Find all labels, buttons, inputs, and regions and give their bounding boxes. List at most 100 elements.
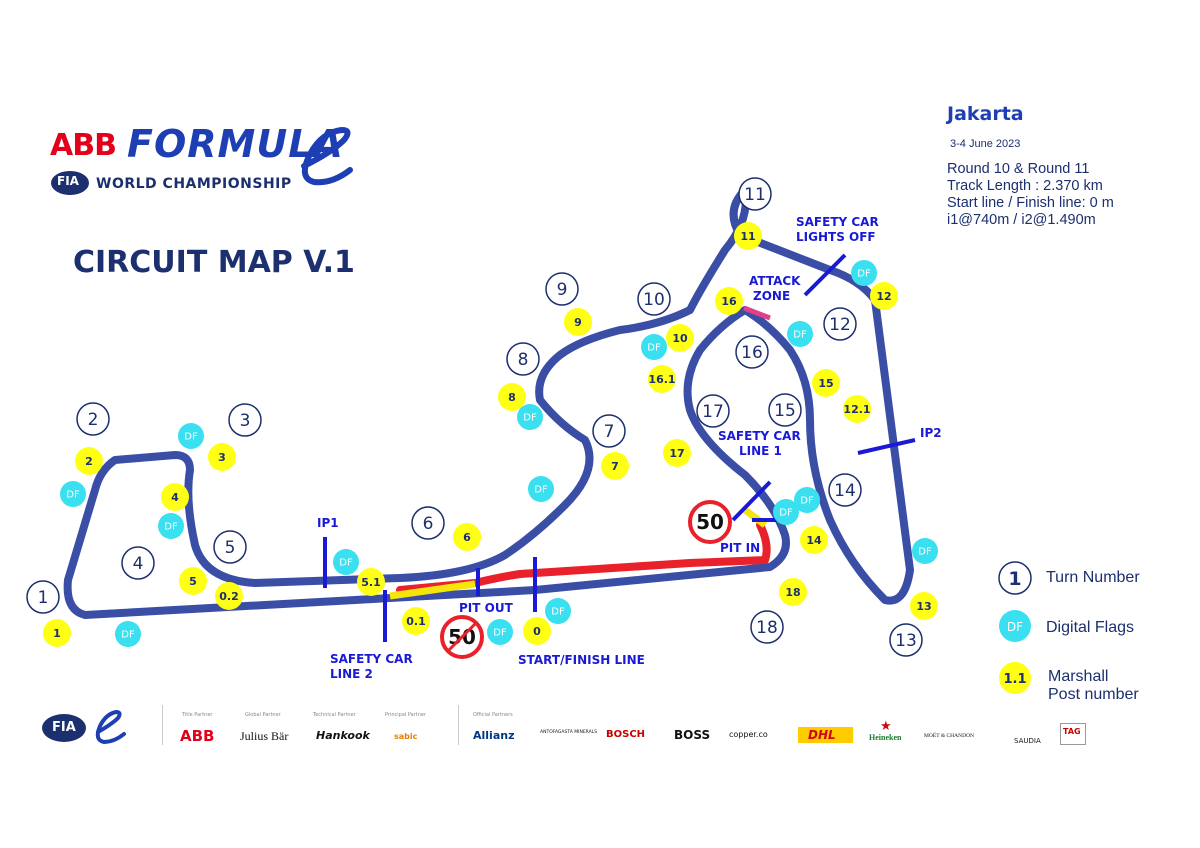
partner-julius-baer: Julius Bär [240,729,289,743]
cap-technical-partner: Technical Partner [313,712,356,718]
marshal-post-7: 7 [601,452,629,480]
digital-flag-8-text: DF [534,485,548,496]
digital-flag-6-text: DF [551,607,565,618]
tag-logo-box [1060,723,1086,745]
digital-flag-9: DF [517,404,543,430]
svg-text:1.1: 1.1 [1003,672,1026,687]
safety-car-line-2-label-2: LINE 2 [330,667,373,681]
partner-abb: ABB [180,727,215,745]
digital-flag-7-text: DF [493,628,507,639]
marshal-post-14: 14 [800,526,828,554]
safety-car-lights-off-label-1: SAFETY CAR [796,215,879,229]
digital-flag-15-text: DF [918,547,932,558]
marshal-post-6-text: 6 [463,531,471,544]
turn-5: 5 [213,530,247,564]
track-outline [63,186,914,619]
turn-15: 15 [768,393,802,427]
formula-e-logo-mark [301,126,353,186]
marshal-post-5-text: 5 [189,575,197,588]
marshal-post-12: 12 [870,282,898,310]
partner-antofagasta: ANTOFAGASTA MINERALS [540,730,598,735]
turn-13-text: 13 [895,631,917,651]
legend-marshal-label-2: Post number [1048,686,1139,703]
digital-flag-14: DF [794,487,820,513]
svg-text:DF: DF [1007,620,1023,634]
digital-flag-1-text: DF [66,490,80,501]
marshal-post-12.1-text: 12.1 [843,403,870,416]
marshal-post-15-text: 15 [818,377,833,390]
partner-bosch: BOSCH [606,729,646,740]
digital-flag-14-text: DF [800,496,814,507]
digital-flag-8: DF [528,476,554,502]
cap-global-partner: Global Partner [245,712,281,718]
marshal-post-10-text: 10 [672,332,688,345]
partner-saudia: SAUDIA [1014,737,1041,745]
turn-3-text: 3 [240,411,251,431]
turn-6-text: 6 [423,514,434,534]
footer-fia-text: FIA [52,720,76,735]
attack-zone-marker [743,305,771,321]
pit-lane-yellow-out [389,580,476,600]
marshal-post-3: 3 [208,443,236,471]
digital-flag-1: DF [60,481,86,507]
marshal-post-6: 6 [453,523,481,551]
digital-flag-15: DF [912,538,938,564]
digital-flag-5: DF [333,549,359,575]
digital-flag-6: DF [545,598,571,624]
ip2-marker [857,438,916,455]
marshal-post-2: 2 [75,447,103,475]
footer-fia-fe-logo [42,710,126,745]
turn-17: 17 [696,394,730,428]
marshal-post-17: 17 [663,439,691,467]
abb-logo: ABB [50,128,117,163]
marshal-post-16: 16 [715,287,743,315]
marshal-post-9-text: 9 [574,316,582,329]
cap-title-partner: Title Partner [182,712,213,718]
turn-7-text: 7 [604,422,615,442]
safety-car-line-1-label-2: LINE 1 [739,444,782,458]
partner-dhl: DHL [808,728,836,742]
marshal-post-5.1: 5.1 [357,568,385,596]
turn-18-text: 18 [756,618,778,638]
ip2-label: IP2 [920,426,942,440]
championship-text: WORLD CHAMPIONSHIP [96,176,292,192]
marshal-post-0.2-text: 0.2 [219,590,239,603]
turn-2: 2 [76,402,110,436]
partner-sabic: sabic [394,732,418,741]
turn-5-text: 5 [225,538,236,558]
turn-6: 6 [411,506,445,540]
pit-out-label: PIT OUT [459,601,514,615]
marshal-post-12.1: 12.1 [843,395,871,423]
turn-16-text: 16 [741,343,763,363]
marshal-post-16.1: 16.1 [648,365,676,393]
digital-flag-2-text: DF [184,432,198,443]
legend-symbols: 1 DF 1.1 [998,561,1032,694]
speed-limit-end-sign-pit-out: 50 [440,615,484,659]
turn-11: 11 [738,177,772,211]
fia-logo [51,171,89,195]
ip1-label: IP1 [317,516,339,530]
start-finish-distance: Start line / Finish line: 0 m [947,195,1114,211]
turn-8: 8 [506,342,540,376]
marshal-post-8: 8 [498,383,526,411]
turn-3: 3 [228,403,262,437]
safety-car-line-1-marker [731,480,772,522]
partner-tag: TAG [1063,727,1081,736]
digital-flag-7: DF [487,619,513,645]
turn-10: 10 [637,282,671,316]
marshal-post-11: 11 [734,222,762,250]
marshal-post-8-text: 8 [508,391,516,404]
cap-official-partners: Official Partners [473,712,513,718]
digital-flag-4: DF [115,621,141,647]
pit-lane [396,521,771,594]
marshal-post-4: 4 [161,483,189,511]
safety-car-lights-off-label-2: LIGHTS OFF [796,230,876,244]
track-length: Track Length : 2.370 km [947,178,1103,194]
partner-allianz: Allianz [473,729,515,742]
digital-flag-2: DF [178,423,204,449]
marshal-post-16.1-text: 16.1 [648,373,675,386]
digital-flag-12-text: DF [793,330,807,341]
partner-divider-2 [458,705,459,745]
